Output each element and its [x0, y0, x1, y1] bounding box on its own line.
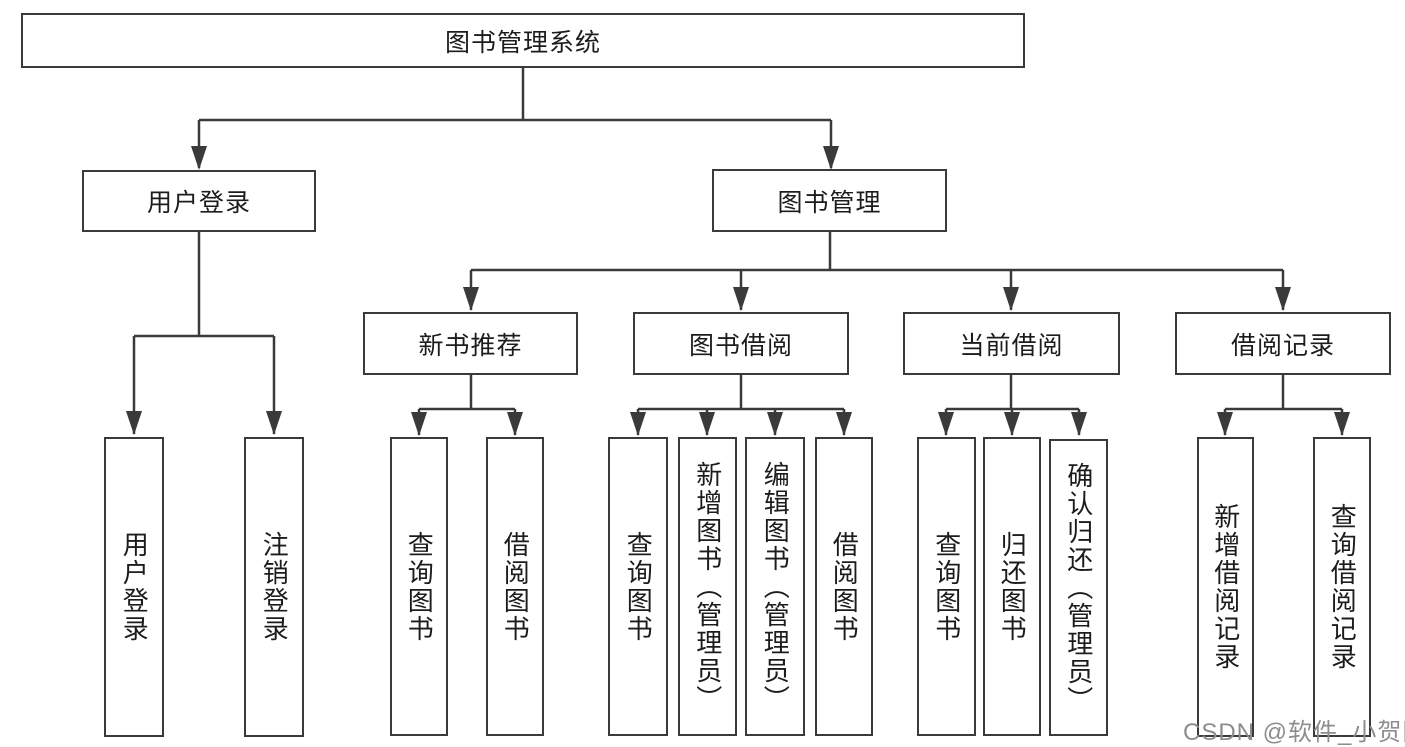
- node-borrow-books-leaf: 借阅图书: [815, 437, 873, 736]
- node-borrow-books-recommend: 借阅图书: [486, 437, 544, 736]
- node-add-borrow-record-label: 新增借阅记录: [1210, 503, 1241, 671]
- node-add-book-admin: 新增图书（管理员）: [678, 437, 737, 736]
- csdn-watermark: CSDN @软件_小贺同学: [1183, 719, 1405, 746]
- node-query-books-borrow: 查询图书: [608, 437, 668, 736]
- node-logout-leaf-label: 注销登录: [259, 531, 290, 643]
- node-query-books-recommend: 查询图书: [390, 437, 448, 736]
- node-logout-leaf: 注销登录: [244, 437, 304, 737]
- node-edit-book-admin: 编辑图书（管理员）: [745, 437, 805, 736]
- node-query-books-recommend-label: 查询图书: [404, 530, 435, 643]
- node-root-label: 图书管理系统: [444, 28, 601, 57]
- node-confirm-return-admin: 确认归还（管理员）: [1049, 439, 1108, 736]
- node-current-borrow-label: 当前借阅: [959, 331, 1064, 360]
- node-new-book-recommend: 新书推荐: [363, 312, 578, 375]
- node-query-books-borrow-label: 查询图书: [623, 530, 654, 643]
- node-user-login-leaf-label: 用户登录: [119, 531, 150, 643]
- node-query-books-current: 查询图书: [917, 437, 976, 736]
- node-add-book-admin-label: 新增图书（管理员）: [692, 460, 723, 713]
- node-book-borrow-label: 图书借阅: [688, 331, 793, 360]
- node-borrow-records: 借阅记录: [1175, 312, 1391, 375]
- node-add-borrow-record: 新增借阅记录: [1197, 437, 1254, 737]
- node-user-login-label: 用户登录: [146, 189, 251, 217]
- node-book-management: 图书管理: [712, 169, 947, 232]
- node-book-borrow: 图书借阅: [633, 312, 849, 375]
- node-edit-book-admin-label: 编辑图书（管理员）: [760, 460, 791, 713]
- node-borrow-books-leaf-label: 借阅图书: [829, 530, 860, 643]
- node-borrow-books-recommend-label: 借阅图书: [500, 530, 531, 643]
- node-root: 图书管理系统: [21, 13, 1025, 68]
- node-return-books: 归还图书: [983, 437, 1041, 736]
- arrowheads: [126, 146, 1350, 436]
- node-borrow-records-label: 借阅记录: [1230, 331, 1335, 360]
- node-new-book-recommend-label: 新书推荐: [418, 331, 523, 360]
- node-query-books-current-label: 查询图书: [931, 530, 962, 643]
- node-book-management-label: 图书管理: [777, 188, 882, 217]
- node-user-login: 用户登录: [82, 170, 316, 232]
- node-query-borrow-record-label: 查询借阅记录: [1327, 503, 1358, 671]
- node-user-login-leaf: 用户登录: [104, 437, 164, 737]
- node-confirm-return-admin-label: 确认归还（管理员）: [1063, 461, 1094, 714]
- node-current-borrow: 当前借阅: [903, 312, 1120, 375]
- node-query-borrow-record: 查询借阅记录: [1313, 437, 1371, 737]
- node-return-books-label: 归还图书: [997, 530, 1028, 643]
